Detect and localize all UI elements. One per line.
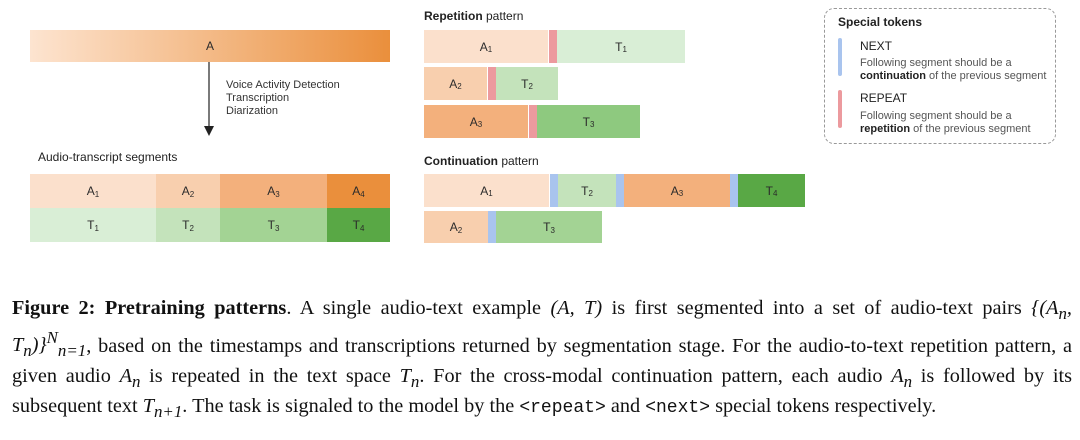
segments-title: Audio-transcript segments: [38, 150, 178, 164]
next-token-icon: [550, 174, 558, 207]
pipeline-step-diarization: Diarization: [226, 105, 278, 117]
legend-next-desc-line2: continuation of the previous segment: [860, 70, 1047, 82]
next-token-icon: [838, 38, 842, 76]
legend-next-name: NEXT: [860, 39, 893, 53]
full-audio-label: A: [205, 39, 214, 53]
legend-repeat-desc-line2: repetition of the previous segment: [860, 123, 1031, 135]
full-audio-bar: A: [30, 30, 390, 62]
pipeline-step-vad: Voice Activity Detection: [226, 79, 340, 91]
repeat-token-icon: [549, 30, 557, 63]
next-token-icon: [730, 174, 738, 207]
continuation-title: Continuation pattern: [424, 154, 539, 168]
repeat-token-icon: [838, 90, 842, 128]
repeat-code: <repeat>: [519, 398, 606, 419]
legend-next-desc-line1: Following segment should be a: [860, 57, 1012, 69]
caption-label: Figure 2: Pretraining patterns: [12, 297, 287, 319]
pipeline-step-transcription: Transcription: [226, 92, 290, 104]
repeat-token-icon: [529, 105, 537, 138]
next-token-icon: [488, 211, 496, 243]
legend-repeat-desc-line1: Following segment should be a: [860, 110, 1012, 122]
special-tokens-legend: [824, 8, 1056, 144]
legend-title: Special tokens: [838, 15, 923, 29]
figure-caption: Figure 2: Pretraining patterns. A single…: [12, 297, 1073, 422]
next-token-icon: [616, 174, 624, 207]
next-code: <next>: [645, 398, 710, 419]
legend-repeat-name: REPEAT: [860, 91, 908, 105]
repetition-title: Repetition pattern: [424, 9, 524, 23]
pipeline-arrow-icon: [204, 62, 214, 136]
repeat-token-icon: [488, 67, 496, 100]
